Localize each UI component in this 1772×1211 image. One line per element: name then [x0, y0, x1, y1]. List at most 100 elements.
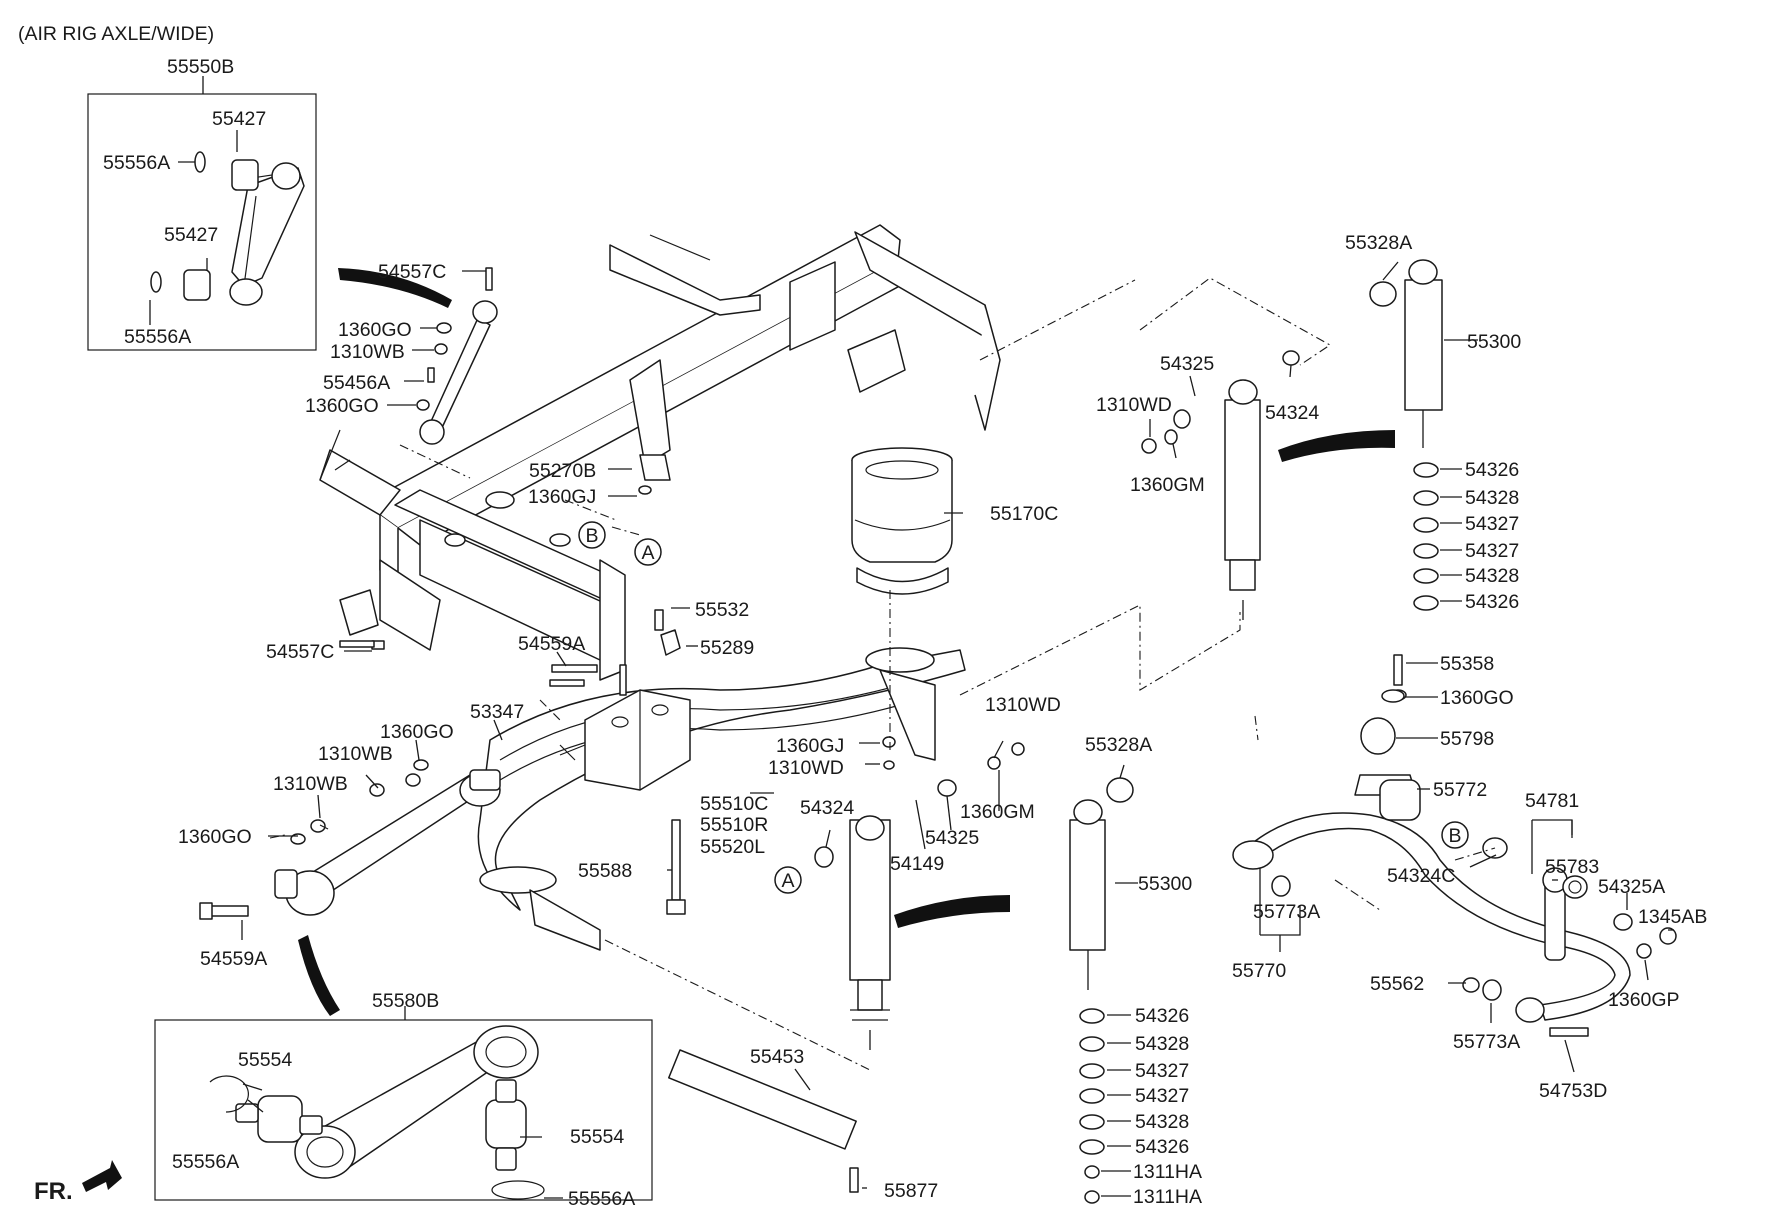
leader-lines: [149, 130, 1674, 1199]
label-55427-mid: 55427: [164, 224, 218, 246]
label-54328-r1: 54328: [1465, 487, 1519, 509]
label-54559A-top: 54559A: [518, 633, 585, 655]
label-54557C-top: 54557C: [378, 261, 446, 283]
label-55453: 55453: [750, 1046, 804, 1068]
svg-text:B: B: [585, 525, 598, 547]
label-54326-l1: 54326: [1135, 1005, 1189, 1027]
label-55289: 55289: [700, 637, 754, 659]
fasteners: [339, 350, 1677, 1193]
shock-absorber-far-right: [1369, 259, 1443, 448]
label-54327-l1: 54327: [1135, 1060, 1189, 1082]
ref-circle-b-upper: B: [578, 521, 606, 549]
label-1311HA-2: 1311HA: [1133, 1186, 1202, 1208]
label-54324-upper: 54324: [1265, 402, 1319, 424]
label-54149: 54149: [890, 853, 944, 875]
label-55556A-left: 55556A: [172, 1151, 239, 1173]
label-55773A-right: 55773A: [1453, 1031, 1520, 1053]
label-53347: 53347: [470, 701, 524, 723]
svg-text:A: A: [641, 542, 654, 564]
label-55556A-right: 55556A: [568, 1188, 635, 1210]
label-55588: 55588: [578, 860, 632, 882]
label-1360GO-5: 1360GO: [1440, 687, 1514, 709]
label-55770: 55770: [1232, 960, 1286, 982]
label-55270B: 55270B: [529, 460, 596, 482]
upper-link-assembly: [416, 267, 498, 445]
label-55170C: 55170C: [990, 503, 1058, 525]
label-54325-center: 54325: [925, 827, 979, 849]
label-54557C-bottom: 54557C: [266, 641, 334, 663]
lower-arm-detail-box: [154, 1006, 653, 1201]
label-1310WD-2: 1310WD: [985, 694, 1061, 716]
label-55580B: 55580B: [372, 990, 439, 1012]
label-55328A-mid: 55328A: [1085, 734, 1152, 756]
label-54325A: 54325A: [1598, 876, 1665, 898]
washer-stack-right: [1413, 462, 1439, 611]
label-1360GO-1: 1360GO: [338, 319, 412, 341]
shock-absorber-lower-right: [1069, 777, 1134, 990]
label-54559A-bottom: 54559A: [200, 948, 267, 970]
label-54326-r1: 54326: [1465, 459, 1519, 481]
label-54324C: 54324C: [1387, 865, 1455, 887]
label-55358: 55358: [1440, 653, 1494, 675]
label-54781: 54781: [1525, 790, 1579, 812]
label-54327-l2: 54327: [1135, 1085, 1189, 1107]
front-direction-icon: [82, 1160, 122, 1192]
label-55556A-top: 55556A: [103, 152, 170, 174]
label-54324-center: 54324: [800, 797, 854, 819]
label-55783: 55783: [1545, 856, 1599, 878]
label-55300-mid: 55300: [1138, 873, 1192, 895]
label-1360GM-2: 1360GM: [1130, 474, 1205, 496]
label-55300-top: 55300: [1467, 331, 1521, 353]
label-55456A: 55456A: [323, 372, 390, 394]
label-54328-l1: 54328: [1135, 1033, 1189, 1055]
label-55427-top: 55427: [212, 108, 266, 130]
label-55798: 55798: [1440, 728, 1494, 750]
part-labels: (AIR RIG AXLE/WIDE) FR. 55550B 55427 555…: [18, 23, 1707, 1210]
label-54327-r1: 54327: [1465, 513, 1519, 535]
label-1360GJ-1: 1360GJ: [528, 486, 596, 508]
label-1360GO-3: 1360GO: [380, 721, 454, 743]
label-55510R: 55510R: [700, 814, 768, 836]
label-1311HA-1: 1311HA: [1133, 1161, 1202, 1183]
label-1310WD-3: 1310WD: [1096, 394, 1172, 416]
direction-arrows: [82, 268, 1395, 1192]
label-1345AB: 1345AB: [1638, 906, 1707, 928]
label-54325-upper: 54325: [1160, 353, 1214, 375]
label-1360GP: 1360GP: [1608, 989, 1680, 1011]
label-55877: 55877: [884, 1180, 938, 1202]
label-1360GJ-2: 1360GJ: [776, 735, 844, 757]
washer-stack-lower: [1079, 1008, 1105, 1204]
label-55550B: 55550B: [167, 56, 234, 78]
shock-absorber-upper-right: [1224, 379, 1261, 620]
reference-lines: [269, 277, 1496, 1071]
stabilizer-bar-assembly: [1232, 717, 1631, 1023]
label-54328-r2: 54328: [1465, 565, 1519, 587]
label-54326-l2: 54326: [1135, 1136, 1189, 1158]
shock-absorber-center: [849, 815, 891, 1050]
ref-circle-a-lower: A: [774, 866, 802, 894]
label-1310WB-3: 1310WB: [273, 773, 348, 795]
ref-circle-b-lower: B: [1441, 821, 1469, 849]
label-55520L: 55520L: [700, 836, 765, 858]
label-55328A-top: 55328A: [1345, 232, 1412, 254]
air-spring: [851, 447, 953, 595]
label-55554-right: 55554: [570, 1126, 624, 1148]
upper-arm-detail-box: [87, 76, 317, 351]
frame-assembly: [319, 224, 1001, 681]
label-55510C: 55510C: [700, 793, 768, 815]
label-54328-l2: 54328: [1135, 1111, 1189, 1133]
axle-seat: [559, 609, 691, 915]
label-55772: 55772: [1433, 779, 1487, 801]
label-1310WB-1: 1310WB: [330, 341, 405, 363]
label-1360GO-2: 1360GO: [305, 395, 379, 417]
label-54753D: 54753D: [1539, 1080, 1607, 1102]
label-55554-left: 55554: [238, 1049, 292, 1071]
label-54327-r2: 54327: [1465, 540, 1519, 562]
variant-heading: (AIR RIG AXLE/WIDE): [18, 23, 214, 45]
label-55562: 55562: [1370, 973, 1424, 995]
front-marker-label: FR.: [34, 1178, 73, 1205]
label-55773A-left: 55773A: [1253, 901, 1320, 923]
label-54326-r2: 54326: [1465, 591, 1519, 613]
svg-text:B: B: [1448, 825, 1461, 847]
